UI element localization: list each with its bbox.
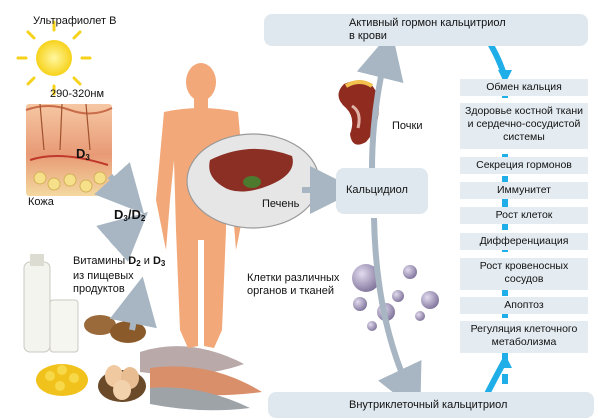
- d3-d2-label: D3/D2: [114, 207, 146, 223]
- effect-bone-cardio-health: Здоровье костной ткани и сердечно-сосуди…: [460, 103, 588, 149]
- effect-immunity: Иммунитет: [460, 182, 588, 199]
- effect-cell-metabolism: Регуляция клеточного метаболизма: [460, 321, 588, 353]
- effect-vessel-growth: Рост кровеносных сосудов: [460, 258, 588, 290]
- skin-label: Кожа: [28, 196, 54, 208]
- effect-calcium-metabolism: Обмен кальция: [460, 79, 588, 96]
- intracellular-label: Внутриклеточный кальцитриол: [349, 399, 508, 411]
- food-vitamins-label: Витамины D2 и D3 из пищевых продуктов: [73, 255, 166, 295]
- uv-label: Ультрафиолет В: [33, 15, 117, 27]
- flow-to-hormone-arrow: [356, 30, 404, 171]
- skin-d3-label: D3: [76, 146, 90, 162]
- cells-icon: [352, 264, 439, 331]
- blue-arrow-head-top: [498, 70, 512, 84]
- kidneys-label: Почки: [392, 120, 423, 132]
- effect-differentiation: Дифференциация: [460, 233, 588, 250]
- skin-section-icon: [25, 103, 113, 196]
- gray-arrows: [94, 162, 358, 331]
- wavelength-label: 290-320нм: [50, 88, 105, 100]
- liver-label: Печень: [262, 198, 300, 210]
- effect-cell-growth: Рост клеток: [460, 207, 588, 224]
- food-products-icon: [23, 254, 262, 411]
- flow-to-intracellular-arrow: [371, 217, 422, 414]
- calcidiol-box: [336, 168, 428, 214]
- effect-hormone-secretion: Секреция гормонов: [460, 157, 588, 174]
- liver-icon: [209, 148, 293, 192]
- active-hormone-box: [264, 14, 588, 46]
- calcidiol-label: Кальцидиол: [346, 184, 408, 196]
- kidney-icon: [338, 80, 379, 145]
- sun-icon: [16, 20, 92, 96]
- blue-arrow-head-bottom: [498, 354, 512, 368]
- effect-apoptosis: Апоптоз: [460, 297, 588, 314]
- intracellular-box: [268, 392, 594, 418]
